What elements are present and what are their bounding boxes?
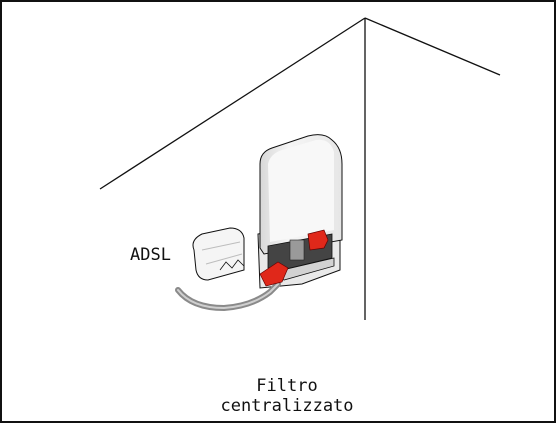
red-plug-cable [259, 261, 289, 287]
ceiling-right-line [364, 17, 501, 76]
caption-line-1: Filtro [256, 376, 318, 396]
caption-line-2: centralizzato [220, 396, 354, 416]
filter-device [257, 134, 343, 289]
adsl-filter-box [192, 227, 245, 281]
adsl-label: ADSL [130, 245, 171, 265]
ceiling-left-line [99, 17, 366, 190]
caption: Filtro centralizzato [202, 376, 372, 416]
red-plug-inserted [307, 229, 329, 251]
